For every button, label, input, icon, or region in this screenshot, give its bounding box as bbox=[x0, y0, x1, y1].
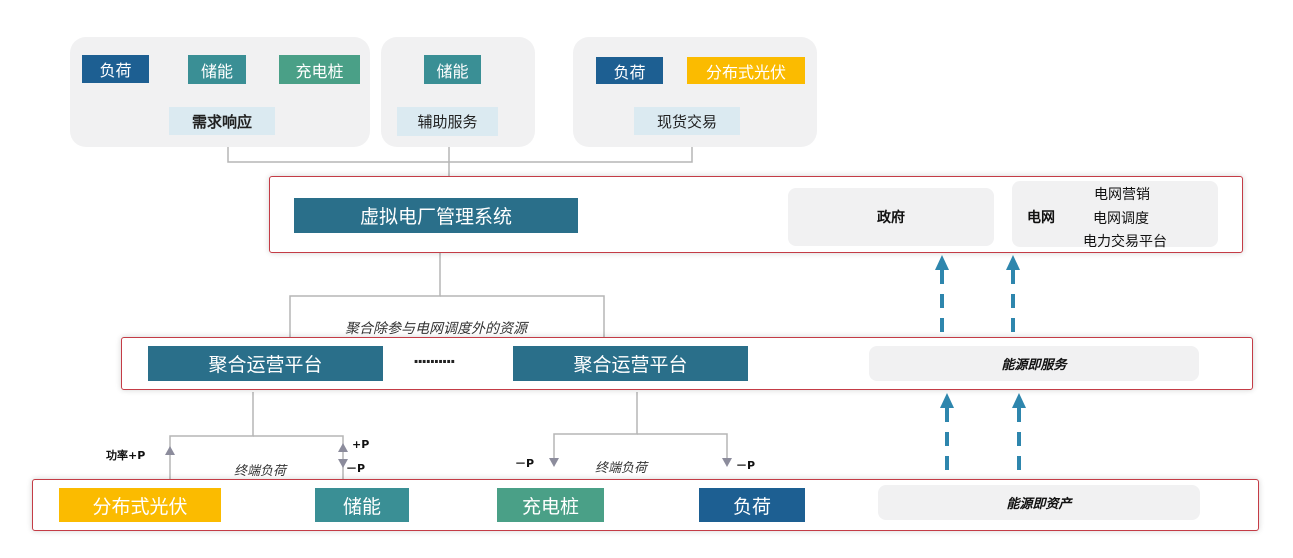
pv-box: 分布式光伏 bbox=[59, 488, 221, 522]
government-box: 政府 bbox=[788, 188, 994, 246]
ancillary-service-label: 辅助服务 bbox=[397, 107, 498, 136]
energy-as-service-box: 能源即服务 bbox=[869, 346, 1199, 381]
plus-p-label: +P bbox=[352, 438, 370, 451]
storage-box: 储能 bbox=[424, 55, 481, 84]
load-box: 负荷 bbox=[82, 55, 149, 83]
power-plus-label: 功率+P bbox=[106, 449, 146, 462]
grid-label: 电网 bbox=[1027, 210, 1055, 226]
up-arrowhead-storage bbox=[338, 443, 348, 452]
grid-box bbox=[1012, 181, 1218, 247]
load-box: 负荷 bbox=[596, 57, 663, 84]
ellipsis: ·········· bbox=[413, 352, 456, 371]
aggregation-note: 聚合除参与电网调度外的资源 bbox=[345, 321, 527, 337]
vpp-system-title: 虚拟电厂管理系统 bbox=[294, 198, 578, 233]
storage-box: 储能 bbox=[188, 55, 246, 84]
down-arrowhead-storage bbox=[338, 459, 348, 468]
demand-response-label: 需求响应 bbox=[169, 107, 275, 135]
minus-p-label: －P bbox=[736, 459, 756, 472]
charger-box: 充电桩 bbox=[279, 55, 360, 84]
grid-dispatch: 电网调度 bbox=[1093, 211, 1149, 227]
spot-trading-label: 现货交易 bbox=[634, 107, 740, 135]
down-arrowhead-load bbox=[722, 458, 732, 467]
down-arrowhead-charger bbox=[549, 458, 559, 467]
power-trading-platform: 电力交易平台 bbox=[1083, 234, 1167, 250]
minus-p-label: －P bbox=[346, 462, 366, 475]
energy-as-asset-box: 能源即资产 bbox=[878, 485, 1200, 520]
grid-marketing: 电网营销 bbox=[1094, 187, 1150, 203]
storage-box: 储能 bbox=[315, 488, 409, 522]
terminal-load-label: 终端负荷 bbox=[595, 461, 648, 476]
aggregation-platform-2: 聚合运营平台 bbox=[513, 346, 748, 381]
load-box: 负荷 bbox=[699, 488, 805, 522]
minus-p-label: －P bbox=[515, 457, 535, 470]
terminal-load-label: 终端负荷 bbox=[234, 464, 287, 479]
aggregation-platform-1: 聚合运营平台 bbox=[148, 346, 383, 381]
pv-box: 分布式光伏 bbox=[687, 57, 805, 84]
up-arrowhead-pv bbox=[165, 446, 175, 455]
charger-box: 充电桩 bbox=[497, 488, 604, 522]
